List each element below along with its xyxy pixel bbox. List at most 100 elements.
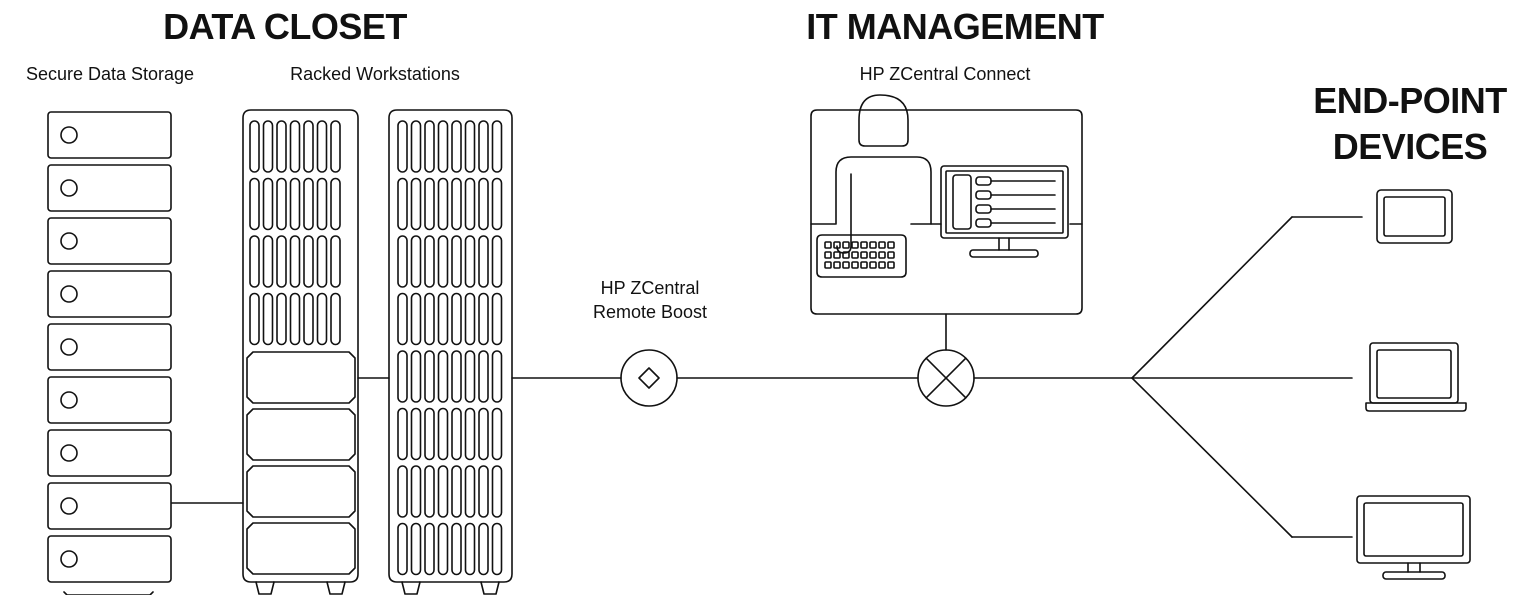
workstation-slot <box>479 351 488 402</box>
workstation-slot <box>493 409 502 460</box>
workstation-slot <box>466 236 475 287</box>
workstation-slot <box>331 236 340 287</box>
keyboard-key <box>852 242 858 248</box>
workstation-slot <box>452 179 461 230</box>
keyboard-key <box>879 242 885 248</box>
workstation-slot <box>479 121 488 172</box>
workstation-slot <box>439 294 448 345</box>
workstation-slot <box>425 294 434 345</box>
storage-drive-icon <box>48 483 171 529</box>
title-end-point-line1: END-POINT <box>1313 80 1507 121</box>
keyboard-key <box>843 262 849 268</box>
workstation-slot <box>250 294 259 345</box>
remote-boost-node-icon <box>621 350 677 406</box>
connection-lines <box>172 217 1362 537</box>
workstation-slot <box>264 294 273 345</box>
workstation-slot <box>264 121 273 172</box>
it-admin-desk-icon <box>811 95 1082 314</box>
workstation-slot <box>318 236 327 287</box>
storage-drive-icon <box>48 377 171 423</box>
workstation-slot <box>479 179 488 230</box>
workstation-slot <box>304 179 313 230</box>
connect-node-icon <box>918 350 974 406</box>
workstation-slot <box>493 236 502 287</box>
workstation-slot <box>291 179 300 230</box>
workstation-slot <box>398 236 407 287</box>
workstation-slot <box>493 294 502 345</box>
workstation-slot <box>452 294 461 345</box>
storage-drive-icon <box>48 112 171 158</box>
storage-drive-icon <box>48 271 171 317</box>
keyboard-key <box>888 242 894 248</box>
workstation-slot <box>466 409 475 460</box>
workstation-slot <box>479 294 488 345</box>
workstation-slot <box>291 121 300 172</box>
workstation-slot <box>466 121 475 172</box>
workstation-slot <box>439 236 448 287</box>
workstation-slot <box>452 409 461 460</box>
secure-data-storage-stack <box>48 112 171 595</box>
workstation-slot <box>250 179 259 230</box>
keyboard-key <box>861 262 867 268</box>
workstation-slot <box>331 121 340 172</box>
workstation-slot <box>425 466 434 517</box>
workstation-slot <box>439 179 448 230</box>
workstation-slot <box>452 524 461 575</box>
workstation-slot <box>264 236 273 287</box>
keyboard-key <box>870 252 876 258</box>
workstation-slot <box>304 294 313 345</box>
keyboard-key <box>861 252 867 258</box>
workstation-slot <box>479 409 488 460</box>
workstation-slot <box>493 466 502 517</box>
workstation-slot <box>398 121 407 172</box>
workstation-slot <box>425 351 434 402</box>
title-it-management: IT MANAGEMENT <box>806 6 1104 47</box>
keyboard-key <box>825 252 831 258</box>
workstation-slot <box>412 351 421 402</box>
keyboard-key <box>888 252 894 258</box>
workstation-slot <box>425 409 434 460</box>
workstation-slot <box>412 466 421 517</box>
workstation-slot <box>439 466 448 517</box>
drive-bay <box>247 466 355 517</box>
label-remote-boost-line2: Remote Boost <box>592 302 708 322</box>
keyboard-key <box>879 262 885 268</box>
title-data-closet: DATA CLOSET <box>163 6 407 47</box>
drive-bay <box>247 523 355 574</box>
keyboard-key <box>834 262 840 268</box>
workstation-slot <box>412 236 421 287</box>
workstation-slot <box>466 351 475 402</box>
workstation-slot <box>398 524 407 575</box>
desktop-monitor-icon <box>1357 496 1470 579</box>
workstation-slot <box>479 466 488 517</box>
workstation-slot <box>493 351 502 402</box>
storage-drive-icon <box>48 218 171 264</box>
workstation-slot <box>425 236 434 287</box>
workstation-slot <box>439 121 448 172</box>
workstation-slot <box>398 179 407 230</box>
tablet-icon <box>1377 190 1452 243</box>
keyboard-key <box>825 262 831 268</box>
workstation-slot <box>264 179 273 230</box>
title-end-point-devices: END-POINT DEVICES <box>1300 78 1520 170</box>
workstation-slot <box>304 121 313 172</box>
workstation-slot <box>452 121 461 172</box>
workstation-slot <box>304 236 313 287</box>
workstation-slot <box>277 294 286 345</box>
workstation-slot <box>466 524 475 575</box>
workstation-slot <box>277 179 286 230</box>
workstation-slot <box>412 409 421 460</box>
label-remote-boost-line1: HP ZCentral <box>600 278 700 298</box>
workstation-slot <box>425 524 434 575</box>
keyboard-key <box>870 262 876 268</box>
workstation-slot <box>479 236 488 287</box>
workstation-slot <box>398 351 407 402</box>
workstation-slot <box>412 121 421 172</box>
drive-bay <box>247 409 355 460</box>
workstation-rack-1 <box>243 110 358 594</box>
workstation-slot <box>318 294 327 345</box>
workstation-slot <box>277 121 286 172</box>
workstation-slot <box>318 179 327 230</box>
storage-drive-icon <box>48 165 171 211</box>
workstation-slot <box>452 466 461 517</box>
